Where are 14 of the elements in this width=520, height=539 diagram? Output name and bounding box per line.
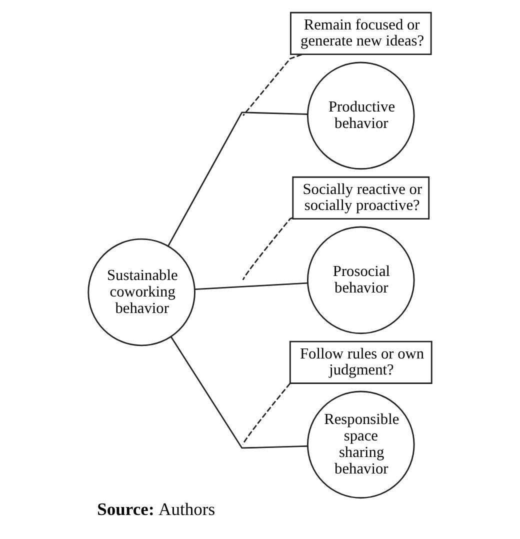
caption: Source: Authors (97, 499, 216, 520)
node-circle: Responsible space sharing behavior (306, 390, 415, 499)
connector (242, 217, 294, 280)
node-box: Remain focused or generate new ideas? (290, 12, 432, 56)
node-box: Socially reactive or socially proactive? (292, 176, 430, 220)
connector (242, 382, 291, 445)
connector (170, 336, 308, 449)
node-circle: Prosocial behavior (306, 226, 415, 334)
connector (194, 282, 308, 290)
connector (242, 54, 302, 116)
node-circle: Productive behavior (306, 62, 415, 170)
connector (168, 112, 308, 246)
node-box: Follow rules or own judgment? (289, 340, 432, 384)
node-circle: Sustainable coworking behavior (88, 238, 196, 346)
